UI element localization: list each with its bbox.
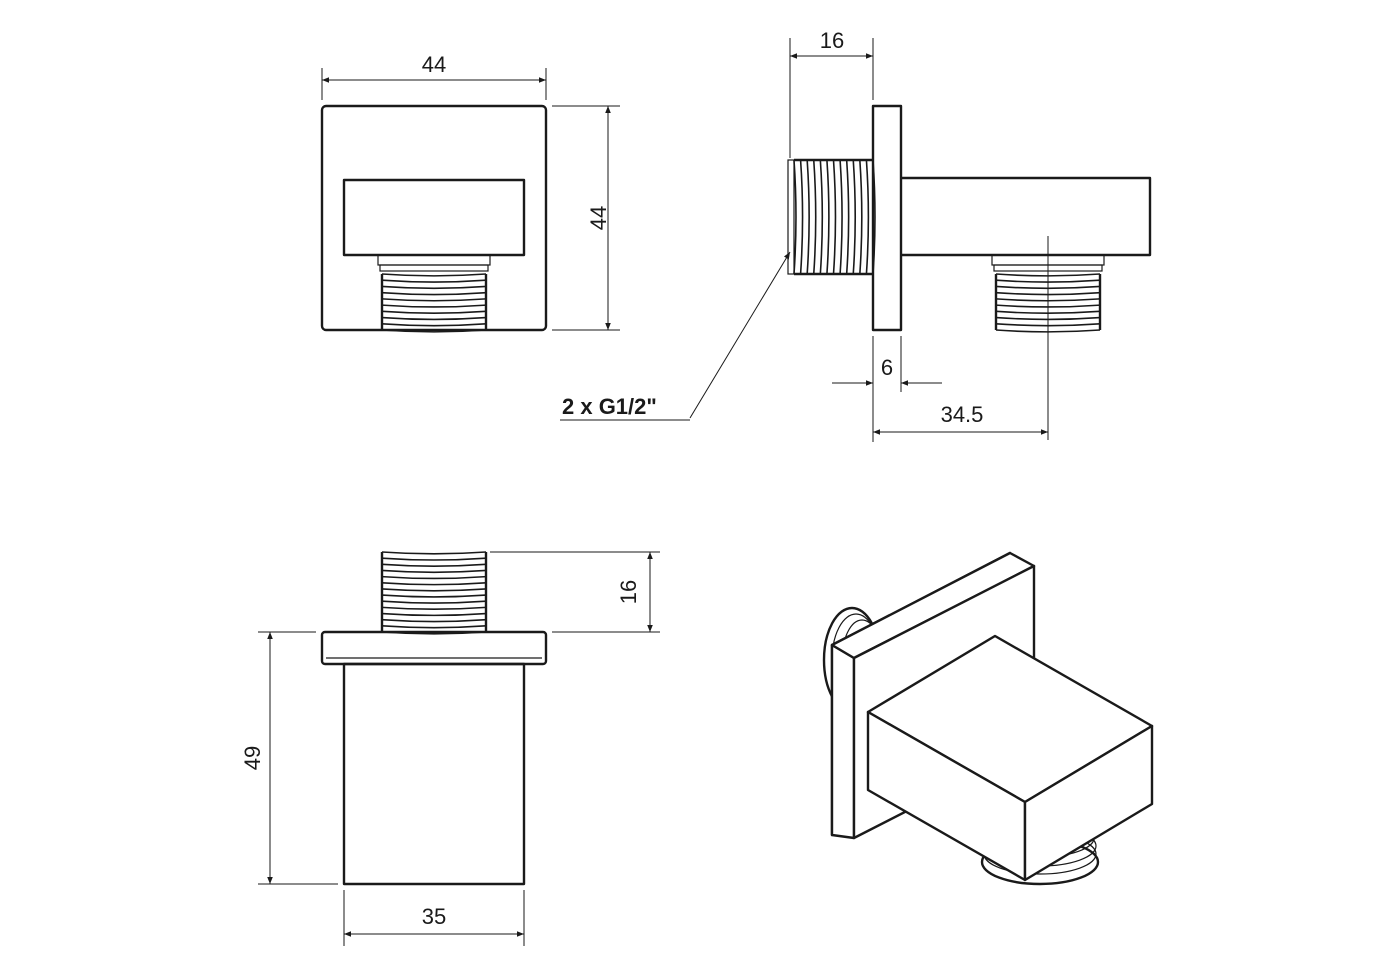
thread-ridge [799, 159, 804, 275]
front-plate-outline [320, 104, 548, 332]
thread-callout-leader [689, 251, 791, 419]
front-width-label: 44 [422, 52, 446, 77]
thread-ridge [381, 551, 487, 555]
front-nut-outline [377, 254, 491, 266]
thread-ridge [872, 159, 876, 275]
thread-ridge [381, 612, 487, 617]
thread-ridge [839, 159, 843, 275]
thread-ridge [381, 310, 487, 314]
isometric-view [822, 551, 1154, 886]
side-projection-label: 34.5 [941, 402, 984, 427]
thread-flank [380, 274, 488, 330]
thread-spec-callout: 2 x G1/2" [562, 394, 657, 419]
bottom-thread [380, 551, 488, 635]
thread-ridge [381, 618, 487, 623]
side-flange-thickness-label: 6 [881, 355, 893, 380]
thread-ridge [381, 575, 487, 580]
bottom-flange-outline [320, 630, 548, 666]
thread-flank [794, 158, 873, 276]
thread-ridge [826, 159, 830, 275]
thread-ridge [381, 316, 487, 321]
thread-ridge [381, 329, 487, 333]
thread-ridge [381, 600, 487, 604]
thread-ridge [859, 159, 863, 275]
thread-ridge [381, 298, 487, 302]
front-nut-collar [379, 264, 489, 272]
iso-flange-edge [830, 643, 856, 840]
bottom-body-outline [342, 662, 526, 886]
thread-ridge [812, 159, 817, 275]
bottom-height-label: 49 [240, 746, 265, 770]
front-body-outline [342, 178, 526, 257]
side-inlet-thread-end [787, 159, 795, 275]
thread-flank [994, 274, 1102, 330]
bottom-view: 16 49 35 [240, 551, 660, 946]
thread-ridge [381, 273, 487, 277]
side-flange-outline [871, 104, 903, 332]
thread-ridge [852, 159, 857, 275]
thread-ridge [381, 594, 487, 598]
thread-ridge [381, 606, 487, 611]
side-body-outline [901, 176, 1152, 257]
thread-flank [380, 552, 488, 632]
thread-ridge [381, 279, 487, 283]
bottom-width-label: 35 [422, 904, 446, 929]
thread-ridge [865, 159, 870, 275]
bottom-thread-length-label: 16 [616, 580, 641, 604]
front-height-label: 44 [586, 206, 611, 230]
thread-ridge [381, 285, 487, 290]
thread-ridge [381, 322, 487, 327]
side-inlet-thread [793, 158, 876, 276]
thread-ridge [381, 569, 487, 574]
thread-ridge [381, 563, 487, 567]
thread-ridge [381, 625, 487, 629]
thread-ridge [381, 291, 487, 296]
thread-ridge [381, 304, 487, 308]
thread-ridge [793, 159, 797, 275]
thread-ridge [845, 159, 850, 275]
front-thread [380, 273, 488, 333]
thread-ridge [381, 588, 487, 592]
side-view: 16 6 34.5 2 x G1/2" [560, 28, 1152, 442]
thread-ridge [381, 581, 487, 586]
side-thread-length-label: 16 [820, 28, 844, 53]
thread-ridge [832, 159, 837, 275]
thread-ridge [819, 159, 824, 275]
front-view: 44 44 [320, 52, 620, 333]
iso-body-right [1023, 724, 1154, 882]
thread-ridge [806, 159, 810, 275]
thread-ridge [381, 557, 487, 561]
